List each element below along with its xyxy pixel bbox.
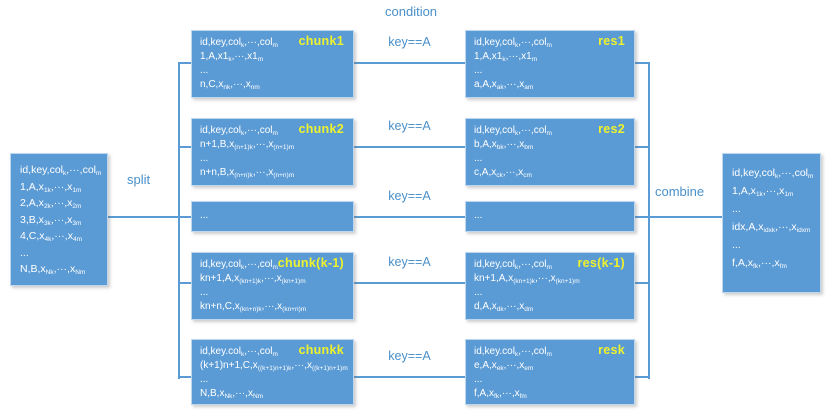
split-stub-line [178, 376, 191, 378]
chunk-label: chunk(k-1) [277, 256, 344, 270]
result-box-ellipsis: ... [465, 201, 635, 232]
split-stub-line [178, 282, 191, 284]
table-lines: ... [474, 210, 483, 221]
combine-connector-line [650, 216, 722, 218]
table-lines: ... [200, 210, 209, 221]
condition-caption: condition [385, 4, 438, 19]
combine-stub-line [635, 146, 648, 148]
chunk-box-ellipsis: ... [191, 201, 354, 232]
condition-connector-line [354, 282, 465, 284]
combine-stub-line [635, 62, 648, 64]
condition-connector-line [354, 376, 465, 378]
result-label: res1 [598, 34, 625, 48]
result-label: res(k-1) [577, 256, 625, 270]
combine-stub-line [635, 282, 648, 284]
chunk-box-k: id,key.colk,···,colm(k+1)n+1,C,x((k+1)n+… [191, 339, 354, 405]
split-bus-line [178, 62, 180, 379]
condition-connector-line [354, 216, 465, 218]
edge-condition-label: key==A [388, 255, 431, 269]
edge-condition-label: key==A [388, 189, 431, 203]
chunk-label: chunkk [298, 343, 344, 357]
chunk-label: chunk2 [298, 122, 344, 136]
split-stub-line [178, 216, 191, 218]
combine-bus-line [648, 62, 650, 379]
edge-condition-label: key==A [388, 349, 431, 363]
split-connector-line [107, 216, 191, 218]
combine-stub-line [635, 216, 648, 218]
chunk-label: chunk1 [298, 34, 344, 48]
edge-condition-label: key==A [388, 119, 431, 133]
result-label: resk [598, 343, 625, 357]
split-stub-line [178, 62, 191, 64]
split-stub-line [178, 146, 191, 148]
combine-stub-line [635, 376, 648, 378]
combine-caption: combine [655, 184, 705, 199]
split-caption: split [127, 172, 151, 187]
result-label: res2 [598, 122, 625, 136]
edge-condition-label: key==A [388, 35, 431, 49]
condition-connector-line [354, 62, 465, 64]
condition-connector-line [354, 146, 465, 148]
table-lines: id,key.colk,···,colm(k+1)n+1,C,x((k+1)n+… [200, 346, 348, 400]
